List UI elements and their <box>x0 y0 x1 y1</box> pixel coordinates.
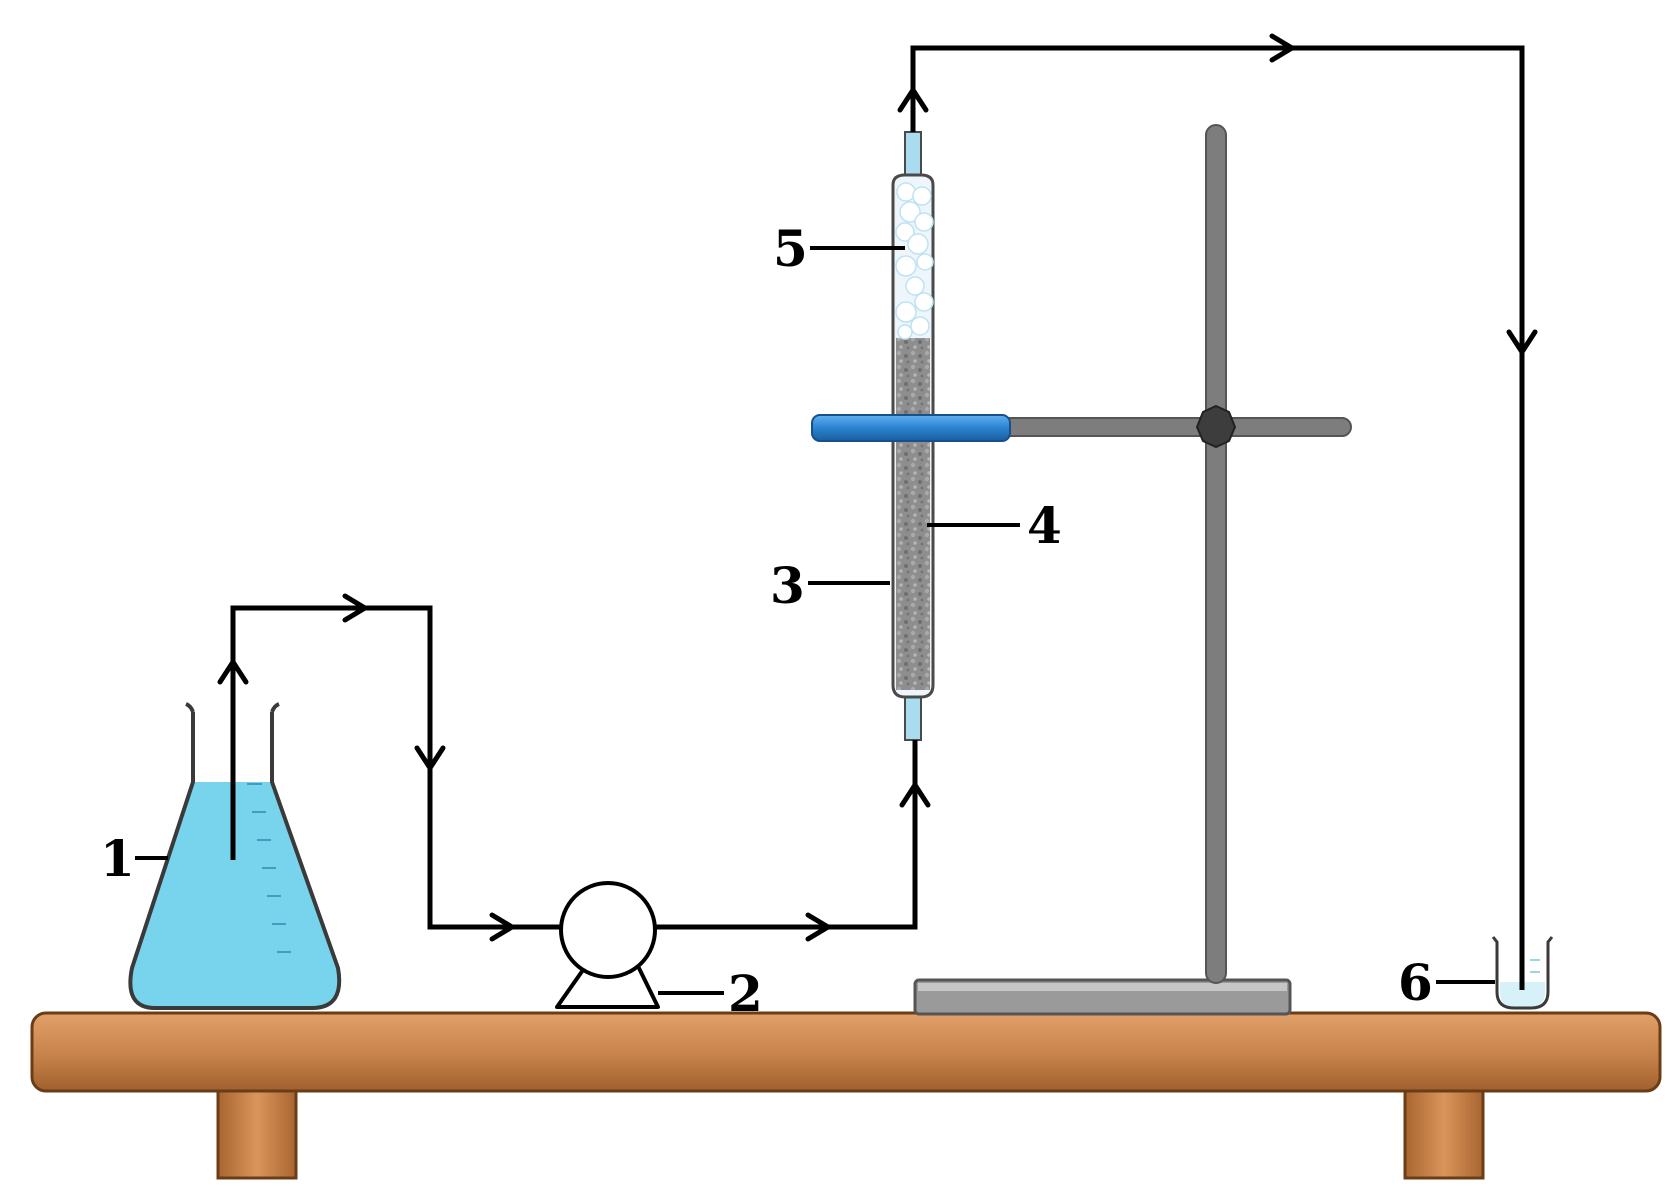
peristaltic-pump-icon <box>555 881 660 1009</box>
table-leg-right <box>1403 1086 1485 1180</box>
arrowhead-icon <box>1506 329 1538 355</box>
column-outlet-tube <box>904 131 922 181</box>
label-flask: 1 <box>100 829 135 888</box>
arrowhead-icon <box>489 912 515 942</box>
label-beaker: 6 <box>1398 953 1433 1012</box>
table <box>30 1011 1662 1180</box>
label-packing: 4 <box>1027 496 1062 555</box>
arrowhead-icon <box>897 87 929 113</box>
retort-stand <box>913 124 1352 1016</box>
adsorbent-packing <box>896 338 930 690</box>
arrowhead-icon <box>217 659 249 685</box>
adsorption-column <box>891 131 935 741</box>
callout-lines <box>135 246 1495 995</box>
collection-beaker <box>1491 936 1554 1010</box>
arrowhead-icon <box>414 745 446 771</box>
boss-head-icon <box>1195 404 1237 449</box>
erlenmeyer-flask <box>128 702 342 1010</box>
arrowhead-icon <box>805 912 831 942</box>
beaker-liquid <box>1500 982 1545 1007</box>
pump-head <box>559 881 657 979</box>
column-clamp <box>811 414 1011 442</box>
flask-graduations <box>247 783 291 953</box>
arrowhead-icon <box>1269 33 1295 63</box>
arrowhead-icon <box>342 593 368 623</box>
clamp-holder <box>811 414 1011 442</box>
flow-path <box>230 45 1525 990</box>
flow-arrows <box>217 33 1538 942</box>
arrowhead-icon <box>899 782 931 808</box>
stand-arm <box>994 417 1352 437</box>
label-column: 3 <box>770 556 805 615</box>
table-leg-left <box>216 1086 298 1180</box>
cotton-plug <box>895 182 934 340</box>
label-pump: 2 <box>728 964 763 1023</box>
label-cotton: 5 <box>773 219 808 278</box>
flow-line-pump-to-column <box>656 740 918 930</box>
flow-line-flask-to-pump <box>230 605 560 930</box>
beaker-outline <box>1491 936 1554 1010</box>
stand-base-highlight <box>918 983 1287 991</box>
flask-outline <box>128 712 342 1010</box>
table-top <box>30 1011 1662 1093</box>
stand-rod <box>1205 124 1227 984</box>
